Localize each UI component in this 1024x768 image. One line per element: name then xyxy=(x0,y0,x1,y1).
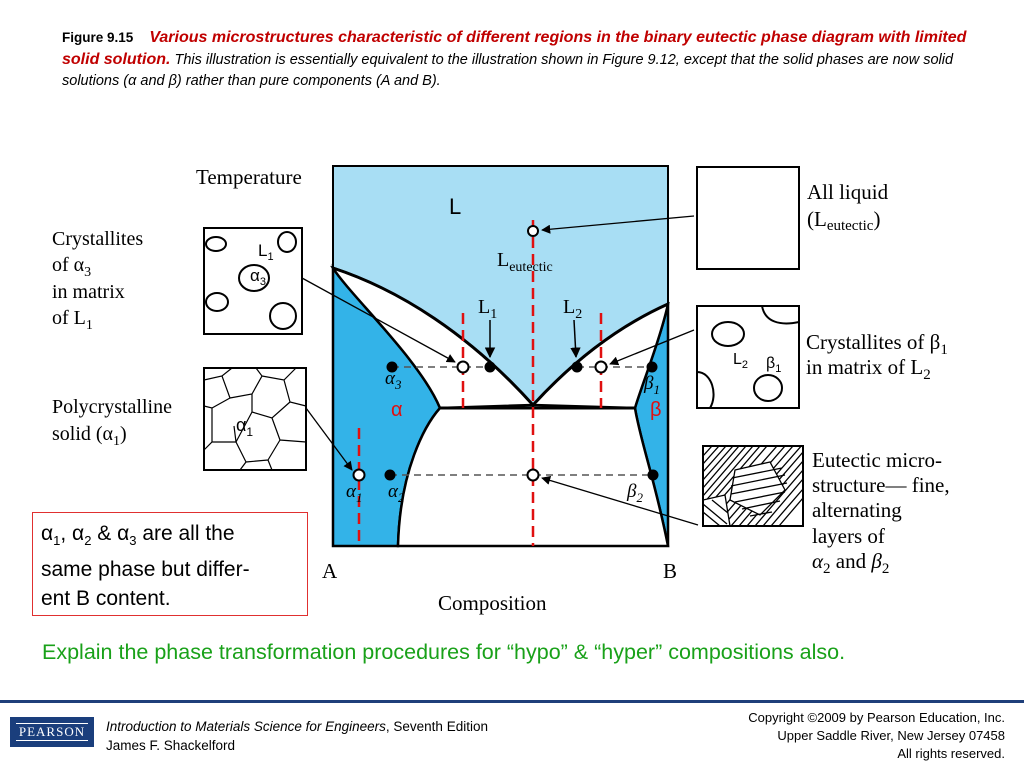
figure-label: Figure 9.15 xyxy=(62,30,134,45)
svg-text:alternating: alternating xyxy=(812,498,902,522)
alpha2-label: α2 xyxy=(388,481,405,505)
polycrystalline-arrow xyxy=(305,407,353,471)
micrograph4-l2-label: L2 xyxy=(733,351,748,371)
composition-axis-label: Composition xyxy=(438,591,547,615)
alpha2-point xyxy=(384,469,396,481)
alpha3-crystallites-arrow xyxy=(301,277,456,363)
micrograph1-l1-label: L1 xyxy=(258,241,274,263)
beta1-label: β1 xyxy=(643,373,660,397)
micrograph-eutectic-structure xyxy=(702,445,804,527)
beta1-crystallites-description: Crystallites of β1 in matrix of L2 xyxy=(806,330,948,383)
phase-diagram-figure: Temperature Composition A B L Leutectic … xyxy=(52,165,950,615)
l2-arrow xyxy=(570,319,581,359)
eutectic-point-label: Leutectic xyxy=(497,249,553,275)
alpha1-label: α1 xyxy=(346,481,362,505)
alpha-phases-note: α1, α2 & α3 are all the same phase but d… xyxy=(32,512,308,616)
svg-text:of α3: of α3 xyxy=(52,254,91,280)
micrograph-alpha3-in-l1: L1 α3 xyxy=(203,227,303,335)
diagram-frame xyxy=(332,165,669,547)
l2-point xyxy=(571,361,583,373)
svg-text:structure— fine,: structure— fine, xyxy=(812,473,950,497)
svg-text:in matrix: in matrix xyxy=(52,281,125,303)
note-line-1: α1, α2 & α3 are all the xyxy=(41,522,235,549)
micrograph4-beta1-label: β1 xyxy=(766,355,781,375)
alpha3-crystallites-description: Crystallites of α3 in matrix of L1 xyxy=(52,228,143,333)
figure-title: Various microstructures characteristic o… xyxy=(62,29,967,68)
eutectic-structure-arrow xyxy=(541,476,699,526)
all-liquid-description: All liquid (Leutectic) xyxy=(807,180,889,234)
figure-description: This illustration is essentially equival… xyxy=(62,52,954,89)
alpha1-point xyxy=(352,468,366,482)
footer-divider xyxy=(0,700,1024,703)
micrograph-all-liquid xyxy=(696,166,800,270)
polycrystalline-description: Polycrystalline solid (α1) xyxy=(52,396,172,449)
discussion-question: Explain the phase transformation procedu… xyxy=(42,640,846,664)
micrograph1-alpha3-label: α3 xyxy=(250,266,266,288)
eutectic-solid-point xyxy=(526,468,540,482)
svg-text:α2 and β2: α2 and β2 xyxy=(812,549,889,577)
micrograph-beta1-in-l2: L2 β1 xyxy=(696,305,800,409)
micrograph-polycrystalline-alpha1: α1 xyxy=(203,367,307,471)
eutectic-structure-description: Eutectic micro- structure— fine, alterna… xyxy=(812,448,950,577)
svg-text:layers of: layers of xyxy=(812,524,885,548)
beta-region-label: β xyxy=(650,399,662,421)
book-author: James F. Shackelford xyxy=(106,738,236,753)
svg-text:of L1: of L1 xyxy=(52,307,93,333)
copyright-notice: Copyright ©2009 by Pearson Education, In… xyxy=(748,710,1005,761)
l1-label: L1 xyxy=(478,296,497,322)
l2-label: L2 xyxy=(563,296,582,322)
book-citation: Introduction to Materials Science for En… xyxy=(106,717,488,755)
svg-text:Crystallites of β1: Crystallites of β1 xyxy=(806,330,948,358)
beta2-label: β2 xyxy=(626,481,643,505)
svg-text:Eutectic micro-: Eutectic micro- xyxy=(812,448,942,472)
temperature-axis-label: Temperature xyxy=(196,165,302,189)
eutectic-liquid-point xyxy=(527,225,539,237)
micrograph2-alpha1-label: α1 xyxy=(236,415,253,439)
l1-point xyxy=(484,361,496,373)
svg-text:in matrix of L2: in matrix of L2 xyxy=(806,355,931,383)
alpha-region-label: α xyxy=(391,399,403,421)
figure-caption: Figure 9.15 Various microstructures char… xyxy=(62,27,982,92)
alpha3-label: α3 xyxy=(385,368,402,392)
svg-text:Polycrystalline: Polycrystalline xyxy=(52,396,172,418)
book-edition: , Seventh Edition xyxy=(385,719,488,734)
component-b-label: B xyxy=(663,559,677,583)
svg-text:Crystallites: Crystallites xyxy=(52,228,143,250)
beta2-point xyxy=(647,469,659,481)
svg-text:solid (α1): solid (α1) xyxy=(52,423,127,449)
publisher-logo: PEARSON xyxy=(10,717,94,747)
note-line-2: same phase but differ- xyxy=(41,558,250,582)
component-a-label: A xyxy=(322,559,338,583)
beta1-crystallites-arrow xyxy=(609,329,695,366)
alpha3-point xyxy=(386,361,398,373)
note-line-3: ent B content. xyxy=(41,587,171,611)
hyper-point xyxy=(594,360,608,374)
beta1-point xyxy=(646,361,658,373)
all-liquid-arrow xyxy=(541,215,695,234)
svg-text:(Leutectic): (Leutectic) xyxy=(807,207,880,234)
liquid-region-label: L xyxy=(449,194,461,219)
hypo-point xyxy=(456,360,470,374)
svg-text:All liquid: All liquid xyxy=(807,180,889,204)
book-title: Introduction to Materials Science for En… xyxy=(106,719,386,734)
liquidus-line xyxy=(332,266,669,408)
